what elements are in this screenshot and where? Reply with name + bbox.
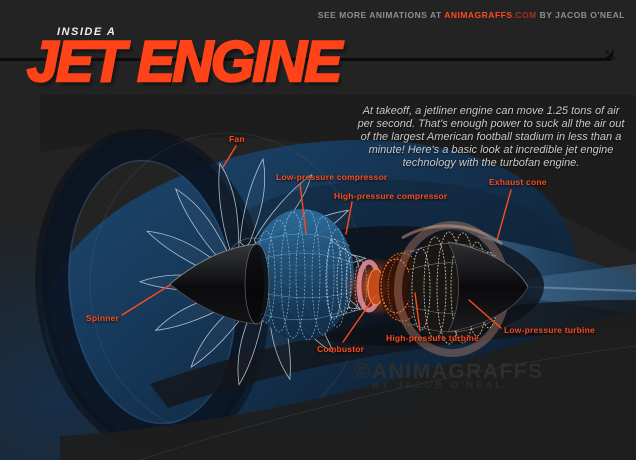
- intro-line: of the largest American football stadium…: [360, 131, 622, 143]
- label-exhaust-cone: Exhaust cone: [489, 177, 547, 187]
- label-low-pressure-turbine: Low-pressure turbine: [504, 325, 595, 335]
- intro-line: At takeoff, a jetliner engine can move 1…: [362, 105, 620, 117]
- watermark-byline: BY JACOB O'NEAL: [372, 380, 505, 391]
- intro-line: per second. That's enough power to suck …: [357, 118, 625, 130]
- watermark-brand: ©ANIMAGRAFFS: [355, 360, 544, 383]
- label-combustor: Combustor: [317, 344, 365, 354]
- exhaust-cone-part: [447, 241, 529, 333]
- page-title: JET ENGINE: [26, 28, 343, 94]
- credit-line: SEE MORE ANIMATIONS AT ANIMAGRAFFS.COM B…: [318, 10, 625, 20]
- label-low-pressure-compressor: Low-pressure compressor: [276, 172, 388, 182]
- label-fan: Fan: [229, 134, 245, 144]
- intro-line: technology with the turbofan engine.: [402, 157, 580, 169]
- credit-prefix: SEE MORE ANIMATIONS AT: [317, 10, 442, 20]
- intro-paragraph: At takeoff, a jetliner engine can move 1…: [355, 105, 627, 170]
- leader-lines: [121, 145, 512, 343]
- label-spinner: Spinner: [86, 313, 120, 323]
- label-high-pressure-turbine: High-pressure turbine: [386, 333, 479, 343]
- credit-brand[interactable]: ANIMAGRAFFS: [444, 10, 513, 20]
- credit-domain[interactable]: .COM: [512, 10, 537, 20]
- animagraffs-link[interactable]: ANIMAGRAFFS.COM: [444, 10, 537, 20]
- label-high-pressure-compressor: High-pressure compressor: [334, 191, 448, 201]
- low-pressure-compressor-part: [249, 209, 354, 341]
- intro-line: minute! Here's a basic look at incredibl…: [368, 144, 614, 156]
- kicker-text: INSIDE A: [57, 26, 117, 38]
- title-rule-line: [0, 58, 612, 61]
- spinner-part: [169, 243, 270, 325]
- credit-suffix: BY JACOB O'NEAL: [539, 10, 625, 20]
